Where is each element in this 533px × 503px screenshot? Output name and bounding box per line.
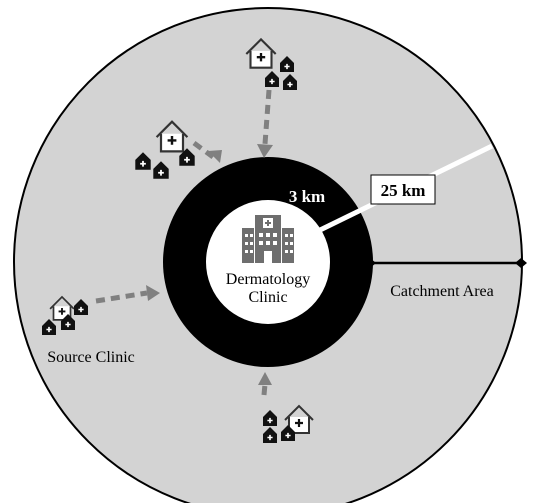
outer-radius-label: 25 km <box>381 181 426 200</box>
referral-arrows <box>95 89 272 396</box>
arrow-topleft-head <box>208 150 222 163</box>
arrow-left-head <box>146 285 160 301</box>
radius-label-box <box>370 174 436 205</box>
arrow-bottom-head <box>258 372 272 385</box>
arrow-top-shaft <box>262 89 272 145</box>
arrow-topleft-shaft <box>192 140 215 160</box>
clinic-label-line1: Dermatology <box>226 271 310 288</box>
inner-radius-label: 3 km <box>289 187 325 206</box>
catchment-label: Catchment Area <box>390 283 494 300</box>
arrow-bottom-shaft <box>261 383 268 396</box>
hospital-building-icon <box>242 215 294 263</box>
clinic-label-line2: Clinic <box>248 289 287 306</box>
diamond-left <box>364 258 376 268</box>
diamond-right <box>515 258 527 268</box>
arrow-top-head <box>257 144 273 158</box>
arrow-left-shaft <box>95 290 148 304</box>
source-clinic-label: Source Clinic <box>47 349 135 366</box>
arrow-heads <box>146 144 273 385</box>
